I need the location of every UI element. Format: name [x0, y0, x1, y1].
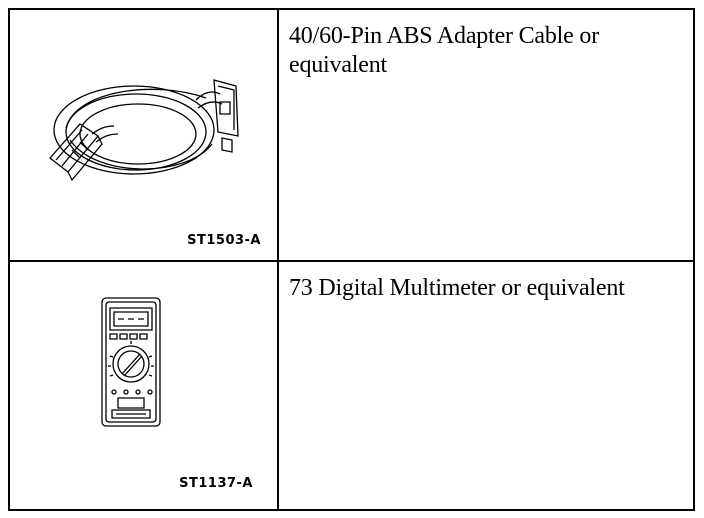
- multimeter-icon: [98, 294, 170, 434]
- tool-code-label: ST1503-A: [187, 233, 261, 248]
- adapter-cable-icon: [36, 50, 246, 200]
- tool-description-cell: 40/60-Pin ABS Adapter Cable or equivalen…: [279, 10, 693, 262]
- tool-description: 40/60-Pin ABS Adapter Cable or equivalen…: [289, 23, 599, 78]
- tool-illustration-cell: ST1137-A: [10, 262, 279, 509]
- tool-illustration-cell: ST1503-A: [10, 10, 279, 262]
- special-tools-table: ST1503-A 40/60-Pin ABS Adapter Cable or …: [8, 8, 695, 511]
- tool-description-cell: 73 Digital Multimeter or equivalent: [279, 262, 693, 509]
- tool-description: 73 Digital Multimeter or equivalent: [289, 275, 625, 301]
- tool-code-label: ST1137-A: [179, 476, 253, 491]
